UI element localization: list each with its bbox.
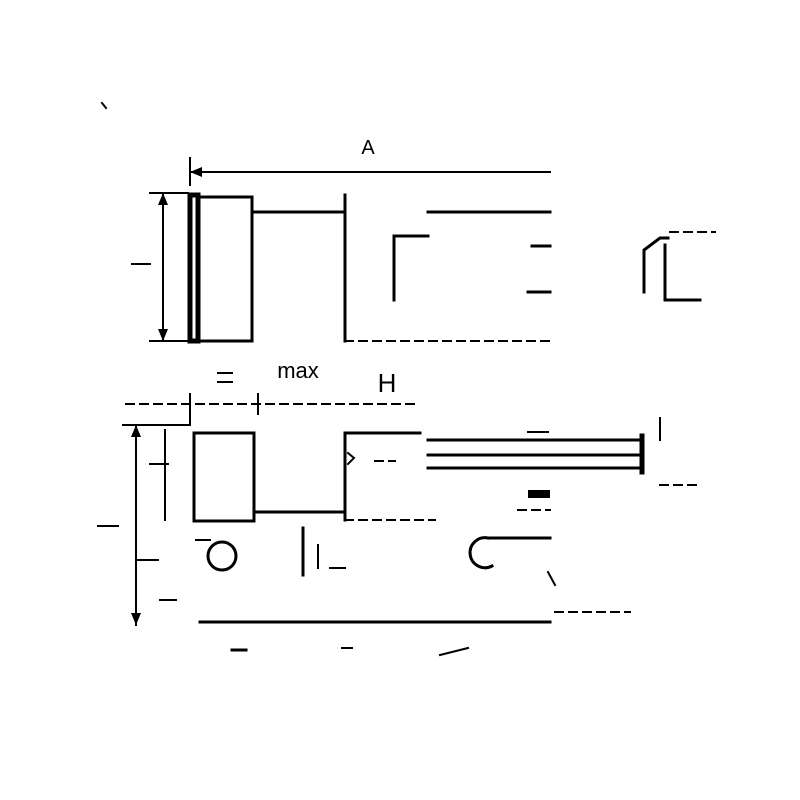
middle-labels: max H <box>125 358 421 426</box>
fixed-jaw-front <box>192 431 256 523</box>
fixed-jaw-plate-top <box>196 195 254 343</box>
movable-jaw-front <box>343 431 422 522</box>
dimension-label-a: A <box>361 137 375 159</box>
front-view <box>97 417 701 657</box>
dimension-top-height <box>131 192 189 342</box>
screw-spindle <box>426 417 701 511</box>
dimension-front-height <box>97 424 191 626</box>
dimension-label-h: H <box>378 368 397 398</box>
top-view: A <box>131 137 716 344</box>
bolt-hole-right <box>468 536 495 570</box>
handle-end-top <box>642 236 702 302</box>
slide-block-top <box>392 234 430 302</box>
dimension-label-max: max <box>277 358 319 383</box>
jaw-block-top <box>253 210 347 343</box>
vise-base <box>195 526 631 657</box>
bolt-hole-left <box>206 540 238 572</box>
dimension-a: A <box>189 137 551 186</box>
